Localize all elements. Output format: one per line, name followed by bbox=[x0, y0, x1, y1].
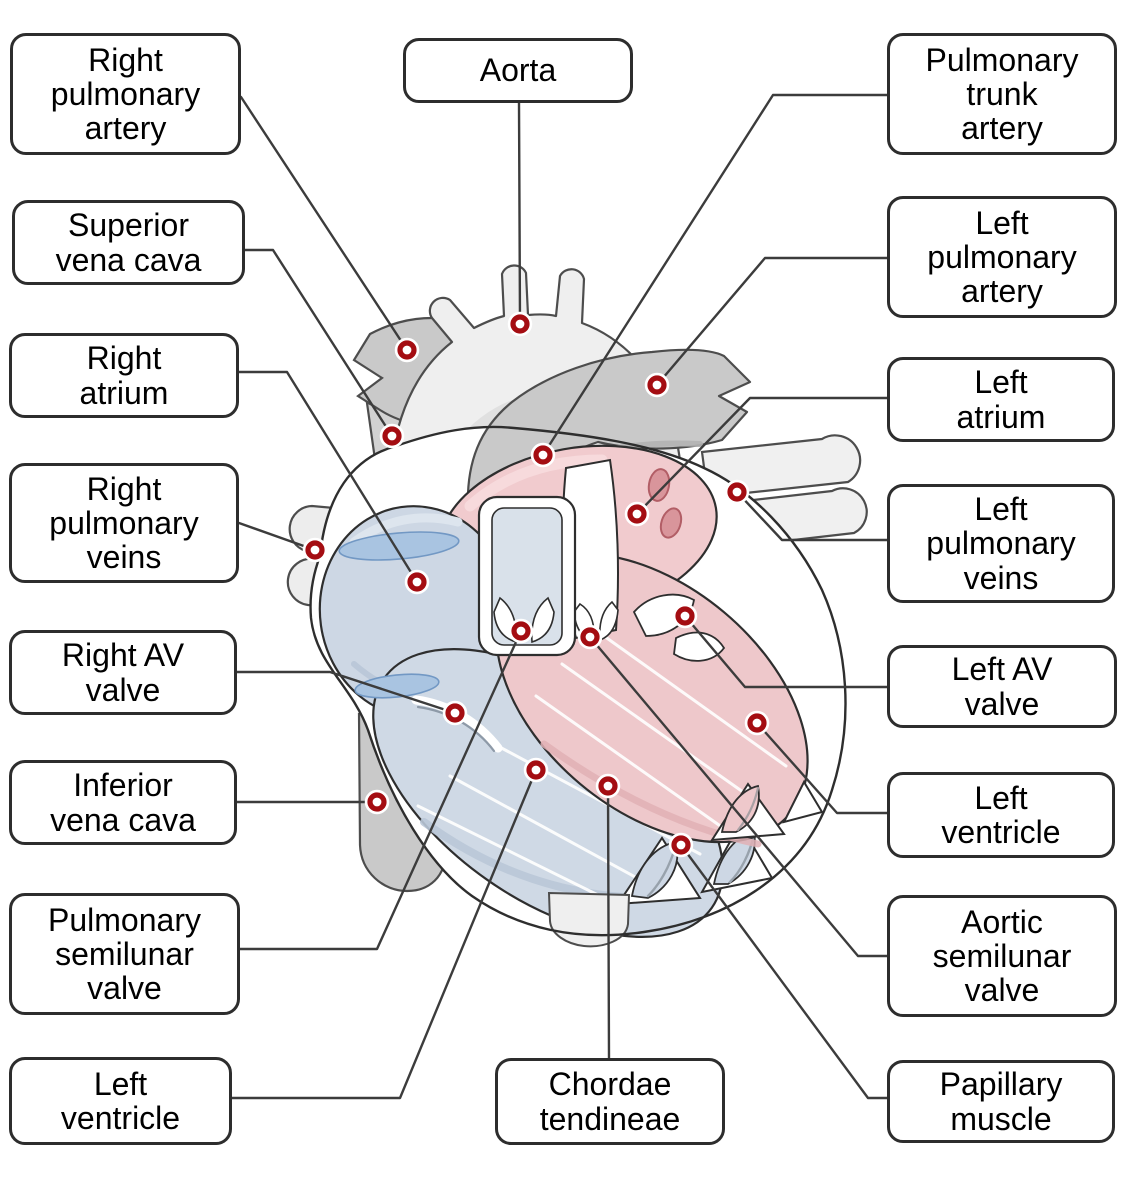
marker-right-pulmonary-veins[interactable] bbox=[302, 537, 328, 563]
marker-left-atrium[interactable] bbox=[624, 501, 650, 527]
marker-left-ventricle-upper[interactable] bbox=[744, 710, 770, 736]
pulmonary-root bbox=[477, 495, 577, 657]
marker-dot[interactable] bbox=[407, 572, 427, 592]
connector-left-pulmonary-artery bbox=[655, 256, 889, 387]
lv-papillary-flaps bbox=[710, 779, 824, 842]
marker-pulmonary-trunk-artery[interactable] bbox=[530, 442, 556, 468]
marker-left-pulmonary-artery[interactable] bbox=[644, 372, 670, 398]
marker-dot[interactable] bbox=[382, 426, 402, 446]
connector-superior-vena-cava bbox=[243, 248, 394, 438]
connector-pulmonary-semilunar-valve bbox=[238, 629, 523, 951]
connector-left-av-valve bbox=[683, 614, 889, 689]
label-superior-vena-cava[interactable]: Superior vena cava bbox=[12, 200, 245, 285]
marker-layer bbox=[302, 311, 770, 858]
marker-pulmonary-semilunar-valve[interactable] bbox=[508, 618, 534, 644]
label-left-av-valve[interactable]: Left AV valve bbox=[887, 645, 1117, 728]
label-right-atrium[interactable]: Right atrium bbox=[9, 333, 239, 418]
connector-papillary-muscle bbox=[679, 843, 889, 1100]
marker-dot[interactable] bbox=[675, 606, 695, 626]
lv-chordae-streaks bbox=[534, 634, 788, 832]
connector-left-ventricle-upper bbox=[755, 721, 889, 815]
svc-opening bbox=[338, 531, 460, 561]
aortic-root bbox=[561, 458, 619, 644]
marker-left-pulmonary-veins[interactable] bbox=[724, 479, 750, 505]
label-aortic-semilunar-valve[interactable]: Aortic semilunar valve bbox=[887, 895, 1117, 1017]
marker-dot[interactable] bbox=[367, 792, 387, 812]
marker-dot[interactable] bbox=[580, 627, 600, 647]
marker-dot[interactable] bbox=[526, 760, 546, 780]
label-left-ventricle-lower[interactable]: Left ventricle bbox=[9, 1057, 232, 1145]
label-papillary-muscle[interactable]: Papillary muscle bbox=[887, 1060, 1115, 1143]
marker-papillary-muscle[interactable] bbox=[668, 832, 694, 858]
heart-outline bbox=[309, 425, 847, 937]
connector-left-ventricle-lower bbox=[230, 768, 538, 1100]
connector-pulmonary-trunk-artery bbox=[541, 93, 889, 457]
label-aorta[interactable]: Aorta bbox=[403, 38, 633, 103]
connector-chordae-tendineae bbox=[606, 784, 611, 1060]
label-left-ventricle-upper[interactable]: Left ventricle bbox=[887, 772, 1115, 858]
marker-dot[interactable] bbox=[747, 713, 767, 733]
marker-chordae-tendineae[interactable] bbox=[595, 773, 621, 799]
marker-superior-vena-cava[interactable] bbox=[379, 423, 405, 449]
label-right-av-valve[interactable]: Right AV valve bbox=[9, 630, 237, 715]
marker-dot[interactable] bbox=[511, 621, 531, 641]
connector-right-av-valve bbox=[235, 670, 457, 715]
mitral-leaflets bbox=[632, 593, 726, 662]
marker-right-pulmonary-artery[interactable] bbox=[394, 337, 420, 363]
connector-right-pulmonary-veins bbox=[237, 521, 317, 552]
rv-papillary-flaps bbox=[616, 821, 774, 906]
right-av-valve-opening bbox=[354, 673, 440, 699]
label-pulmonary-trunk-artery[interactable]: Pulmonary trunk artery bbox=[887, 33, 1117, 155]
label-pulmonary-semilunar-valve[interactable]: Pulmonary semilunar valve bbox=[9, 893, 240, 1015]
marker-dot[interactable] bbox=[533, 445, 553, 465]
connector-layer bbox=[230, 93, 889, 1100]
marker-dot[interactable] bbox=[647, 375, 667, 395]
marker-aorta[interactable] bbox=[507, 311, 533, 337]
label-inferior-vena-cava[interactable]: Inferior vena cava bbox=[9, 760, 237, 845]
marker-left-av-valve[interactable] bbox=[672, 603, 698, 629]
label-right-pulmonary-veins[interactable]: Right pulmonary veins bbox=[9, 463, 239, 583]
cardiac-vessel-stub bbox=[547, 891, 631, 948]
connector-aorta bbox=[517, 101, 522, 326]
marker-dot[interactable] bbox=[305, 540, 325, 560]
connector-left-pulmonary-veins bbox=[735, 490, 889, 542]
marker-right-atrium[interactable] bbox=[404, 569, 430, 595]
marker-inferior-vena-cava[interactable] bbox=[364, 789, 390, 815]
marker-dot[interactable] bbox=[727, 482, 747, 502]
connector-aortic-semilunar-valve bbox=[588, 635, 889, 958]
marker-dot[interactable] bbox=[627, 504, 647, 524]
connector-left-atrium bbox=[635, 396, 889, 516]
marker-dot[interactable] bbox=[397, 340, 417, 360]
marker-right-av-valve[interactable] bbox=[442, 700, 468, 726]
label-left-pulmonary-artery[interactable]: Left pulmonary artery bbox=[887, 196, 1117, 318]
connector-right-atrium bbox=[237, 370, 419, 584]
marker-left-ventricle-lower[interactable] bbox=[523, 757, 549, 783]
connector-right-pulmonary-artery bbox=[239, 95, 409, 352]
label-left-pulmonary-veins[interactable]: Left pulmonary veins bbox=[887, 484, 1115, 603]
label-left-atrium[interactable]: Left atrium bbox=[887, 357, 1115, 442]
marker-dot[interactable] bbox=[510, 314, 530, 334]
marker-dot[interactable] bbox=[445, 703, 465, 723]
label-right-pulmonary-artery[interactable]: Right pulmonary artery bbox=[10, 33, 241, 155]
marker-dot[interactable] bbox=[598, 776, 618, 796]
label-chordae-tendineae[interactable]: Chordae tendineae bbox=[495, 1058, 725, 1145]
marker-dot[interactable] bbox=[671, 835, 691, 855]
marker-aortic-semilunar-valve[interactable] bbox=[577, 624, 603, 650]
